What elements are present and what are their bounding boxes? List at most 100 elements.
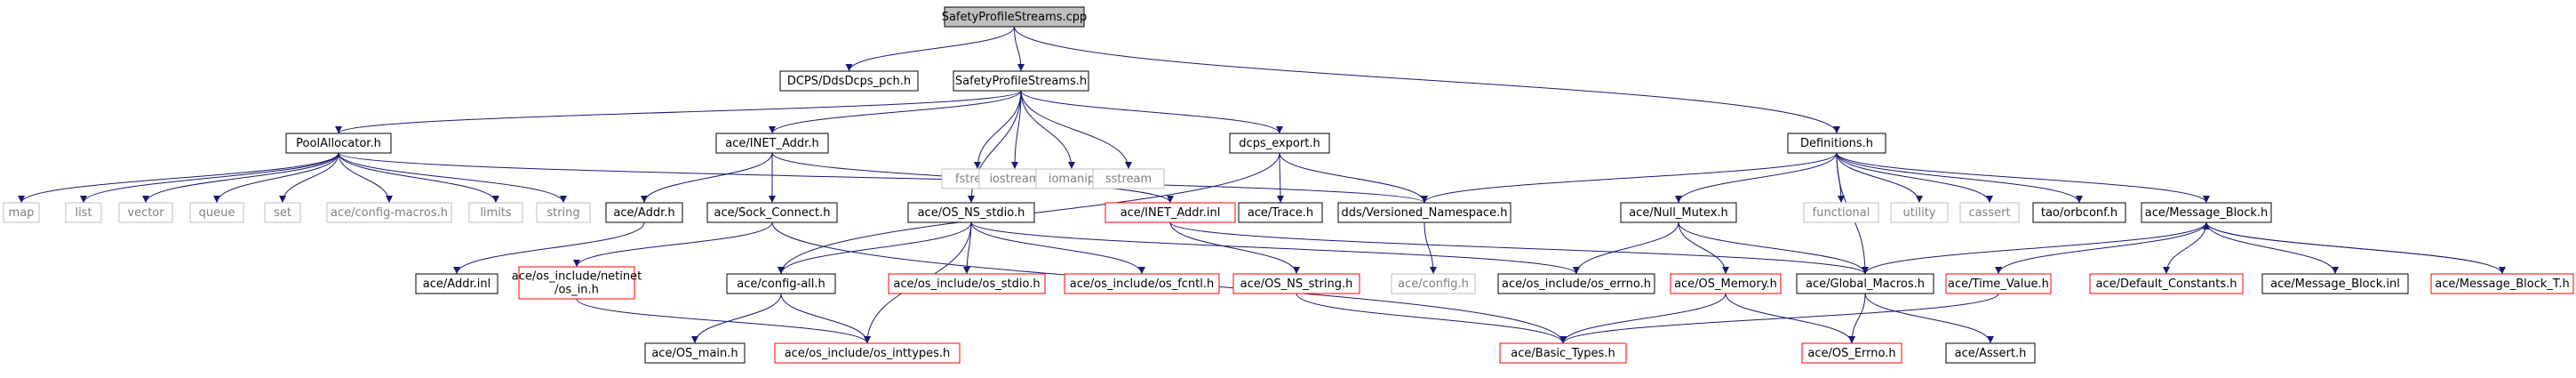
- node-label: PoolAllocator.h: [296, 137, 381, 150]
- node-poolalloc[interactable]: PoolAllocator.h: [285, 133, 392, 154]
- node-box: [953, 70, 1089, 92]
- edge-config_all-to-os_inttypes: [780, 293, 871, 344]
- node-box: [2032, 202, 2126, 223]
- edge-os_memory-to-os_errno_h: [1725, 293, 1855, 344]
- node-box: [1796, 273, 1934, 294]
- node-label: ace/OS_Errno.h: [1807, 347, 1895, 360]
- node-functional: functional: [1803, 202, 1879, 223]
- node-time-value[interactable]: ace/Time_Value.h: [1945, 273, 2052, 294]
- node-assert[interactable]: ace/Assert.h: [1945, 342, 2036, 364]
- node-label: ace/OS_NS_stdio.h: [918, 206, 1025, 220]
- node-os-ns-stdio[interactable]: ace/OS_NS_stdio.h: [907, 202, 1035, 223]
- edge-inet_addr-to-addr_h: [641, 152, 773, 204]
- node-box: [2430, 273, 2574, 294]
- edge-null_mutex-to-global_macros: [1678, 221, 1869, 275]
- node-label: ace/Addr.h: [613, 206, 674, 220]
- node-box: [605, 202, 683, 223]
- node-set: set: [264, 202, 301, 223]
- node-root[interactable]: SafetyProfileStreams.cpp: [942, 6, 1088, 28]
- edge-root-to-sps_h: [1014, 26, 1025, 72]
- node-sock-connect[interactable]: ace/Sock_Connect.h: [706, 202, 838, 223]
- node-config-h: ace/config.h: [1391, 273, 1476, 294]
- node-box: [1092, 168, 1165, 189]
- node-os-errno-h[interactable]: ace/OS_Errno.h: [1801, 342, 1902, 364]
- edge-time_value-to-basic_types: [1559, 293, 1999, 344]
- node-limits: limits: [468, 202, 523, 223]
- node-label: ace/os_include/os_errno.h: [1502, 277, 1651, 291]
- edge-netinet_in-to-os_inttypes: [576, 298, 871, 344]
- edges-layer: [18, 26, 2506, 344]
- node-os-ns-string[interactable]: ace/OS_NS_string.h: [1232, 273, 1360, 294]
- node-ddsdcps[interactable]: DCPS/DdsDcps_pch.h: [779, 70, 919, 92]
- node-inet-addr-inl[interactable]: ace/INET_Addr.inl: [1105, 202, 1236, 223]
- node-label: SafetyProfileStreams.cpp: [942, 11, 1088, 24]
- node-os-main[interactable]: ace/OS_main.h: [644, 342, 746, 364]
- node-box: [774, 342, 961, 364]
- node-label: ace/Time_Value.h: [1948, 277, 2049, 291]
- edge-poolalloc-to-limits: [338, 152, 499, 204]
- node-box: [1337, 202, 1511, 223]
- node-label: iostream: [989, 173, 1040, 186]
- node-box: [468, 202, 523, 223]
- edge-sps_h-to-poolalloc: [335, 90, 1022, 134]
- node-label: utility: [1903, 206, 1936, 220]
- node-label: ace/Global_Macros.h: [1806, 277, 1925, 291]
- node-os-fcntl[interactable]: ace/os_include/os_fcntl.h: [1064, 273, 1220, 294]
- node-message-block-inl[interactable]: ace/Message_Block.inl: [2261, 273, 2409, 294]
- node-label: ace/OS_NS_string.h: [1240, 277, 1353, 291]
- node-box: [518, 266, 635, 300]
- node-label: sstream: [1105, 173, 1152, 186]
- node-netinet-in[interactable]: ace/os_include/netinet/os_in.h: [512, 266, 642, 300]
- node-box: [715, 133, 829, 154]
- node-box: [944, 6, 1085, 28]
- node-orbconf[interactable]: tao/orbconf.h: [2032, 202, 2126, 223]
- node-versioned-ns[interactable]: dds/Versioned_Namespace.h: [1337, 202, 1511, 223]
- node-box: [644, 342, 746, 364]
- node-global-macros[interactable]: ace/Global_Macros.h: [1796, 273, 1934, 294]
- node-os-stdio[interactable]: ace/os_include/os_stdio.h: [888, 273, 1046, 294]
- node-label: functional: [1813, 206, 1870, 220]
- edge-sps_h-to-fstream: [974, 90, 1022, 170]
- node-label: dcps_export.h: [1239, 137, 1320, 150]
- node-sps-h[interactable]: SafetyProfileStreams.h: [953, 70, 1089, 92]
- node-label: ace/INET_Addr.h: [725, 137, 818, 150]
- node-definitions[interactable]: Definitions.h: [1787, 133, 1886, 154]
- node-os-errno[interactable]: ace/os_include/os_errno.h: [1497, 273, 1655, 294]
- node-null-mutex[interactable]: ace/Null_Mutex.h: [1620, 202, 1737, 223]
- node-basic-types[interactable]: ace/Basic_Types.h: [1499, 342, 1627, 364]
- node-trace[interactable]: ace/Trace.h: [1238, 202, 1323, 223]
- node-label: vector: [127, 206, 164, 220]
- edge-sock_connect-to-netinet_in: [573, 221, 773, 268]
- edge-os_ns_stdio-to-os_errno: [970, 221, 1580, 275]
- node-label: ace/config-macros.h: [331, 206, 448, 220]
- edge-poolalloc-to-map: [18, 152, 339, 204]
- node-message-block[interactable]: ace/Message_Block.h: [2141, 202, 2272, 223]
- node-label: dds/Versioned_Namespace.h: [1341, 206, 1507, 220]
- node-config-all[interactable]: ace/config-all.h: [726, 273, 836, 294]
- node-label: /os_in.h: [554, 284, 599, 297]
- node-addr-h[interactable]: ace/Addr.h: [605, 202, 683, 223]
- node-os-memory[interactable]: ace/OS_Memory.h: [1670, 273, 1782, 294]
- edge-message_block-to-default_constants: [2163, 221, 2207, 275]
- node-box: [1497, 273, 1655, 294]
- node-default-constants[interactable]: ace/Default_Constants.h: [2089, 273, 2244, 294]
- node-utility: utility: [1890, 202, 1949, 223]
- node-dcps-export[interactable]: dcps_export.h: [1229, 133, 1330, 154]
- node-addr-inl[interactable]: ace/Addr.inl: [415, 273, 498, 294]
- edge-os_memory-to-basic_types: [1559, 293, 1727, 344]
- edge-null_mutex-to-os_errno: [1573, 221, 1679, 275]
- edge-os_ns_string-to-basic_types: [1296, 293, 1567, 344]
- node-inet-addr[interactable]: ace/INET_Addr.h: [715, 133, 829, 154]
- node-vector: vector: [118, 202, 173, 223]
- node-box: [3, 202, 40, 223]
- node-box: [1803, 202, 1879, 223]
- node-os-inttypes[interactable]: ace/os_include/os_inttypes.h: [774, 342, 961, 364]
- edge-message_block_t-to-message_block: [2203, 221, 2503, 275]
- edge-poolalloc-to-versioned_ns: [338, 152, 1428, 204]
- node-message-block-t[interactable]: ace/Message_Block_T.h: [2430, 273, 2574, 294]
- edge-global_macros-to-assert: [1864, 293, 1994, 344]
- edge-versioned_ns-to-config_h: [1424, 221, 1437, 275]
- node-label: ace/OS_main.h: [651, 347, 738, 360]
- node-box: [189, 202, 244, 223]
